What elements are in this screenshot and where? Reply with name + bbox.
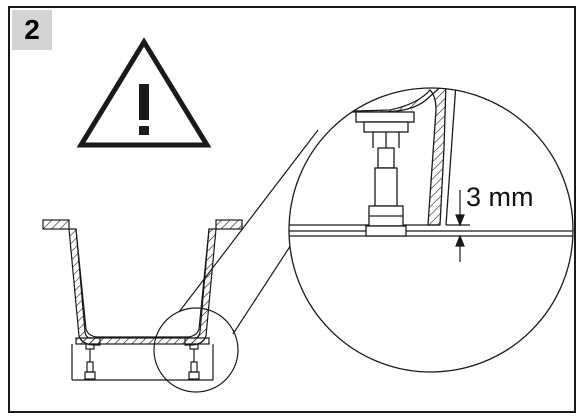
tub-base-plate (75, 337, 210, 345)
figure-frame (8, 6, 576, 413)
gap-measurement-label: 3 mm (466, 182, 534, 212)
exclamation-bar (139, 84, 149, 120)
tub-leg-right (188, 343, 200, 380)
warning-triangle-icon (76, 37, 212, 148)
magnified-detail-circle (288, 87, 574, 373)
bathtub-cross-section (42, 219, 243, 381)
tub-right-wall (184, 228, 217, 346)
tub-left-wall (68, 228, 101, 346)
adjustable-leg-detail (355, 111, 415, 237)
magnified-detail (289, 88, 573, 372)
tub-right-rim (215, 219, 243, 230)
dimension-marker (446, 190, 470, 262)
detail-highlight-circle (153, 307, 239, 393)
tub-wall-detail (317, 88, 447, 226)
exclamation-dot (139, 126, 149, 135)
tub-leg-left (84, 343, 96, 380)
step-number-badge: 2 (12, 10, 52, 50)
tub-left-rim (42, 219, 70, 230)
callout-connector-upper (178, 129, 319, 313)
tub-inner-surface (75, 228, 210, 338)
